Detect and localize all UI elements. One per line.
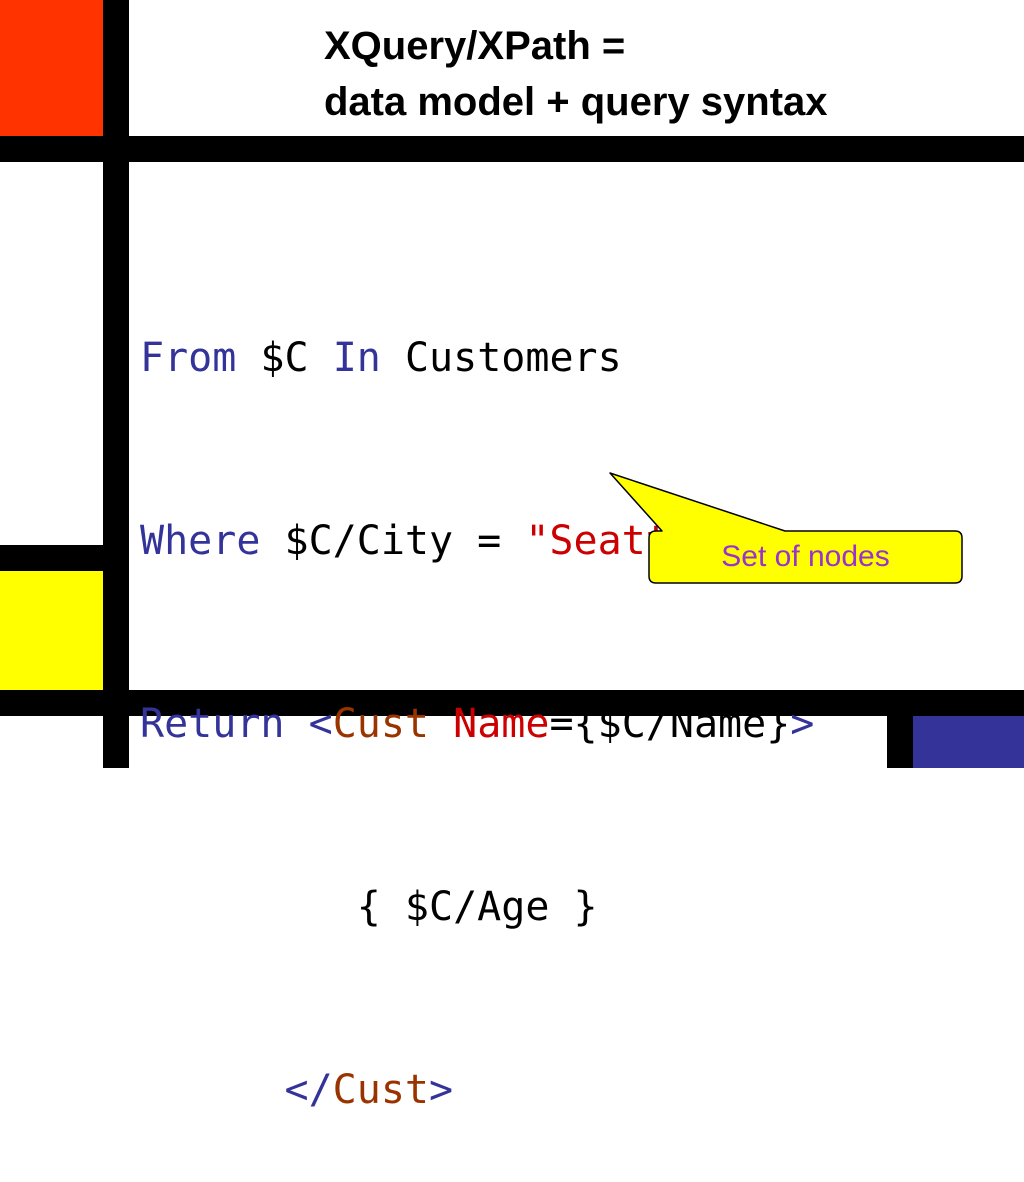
middle-left-divider	[0, 545, 129, 571]
age-expression: { $C/Age }	[356, 884, 598, 930]
top-horizontal-divider	[0, 136, 1024, 162]
code-line-return: Return <Cust Name={$C/Name}>	[140, 694, 814, 755]
keyword-in: In	[332, 335, 381, 381]
tag-name-cust: Cust	[332, 701, 430, 747]
code-line-from: From $C In Customers	[140, 328, 814, 389]
red-decor-block	[0, 0, 103, 136]
keyword-where: Where	[140, 518, 261, 564]
variable-c: $C	[260, 335, 309, 381]
left-vertical-divider	[103, 0, 129, 768]
open-angle-bracket: <	[308, 701, 333, 747]
where-path: $C/City =	[284, 518, 526, 564]
code-line-close-tag: </Cust>	[140, 1060, 814, 1121]
close-tag-close-bracket: >	[429, 1067, 454, 1113]
bottom-horizontal-divider	[0, 690, 1024, 716]
name-expression: {$C/Name}	[573, 701, 791, 747]
attribute-name: Name	[453, 701, 550, 747]
title-line-2: data model + query syntax	[324, 80, 828, 124]
close-angle-bracket: >	[790, 701, 815, 747]
callout-label: Set of nodes	[721, 540, 890, 573]
close-tag-open-bracket: </	[284, 1067, 333, 1113]
keyword-from: From	[140, 335, 237, 381]
blue-decor-block	[913, 716, 1024, 768]
slide-title: XQuery/XPath = data model + query syntax	[324, 18, 1024, 130]
equals-sign: =	[549, 701, 574, 747]
title-line-1: XQuery/XPath =	[324, 24, 626, 68]
bottom-right-vertical-divider	[887, 690, 913, 768]
code-listing: From $C In Customers Where $C/City = "Se…	[140, 206, 814, 1182]
code-line-age: { $C/Age }	[140, 877, 814, 938]
keyword-return: Return	[140, 701, 285, 747]
yellow-decor-block	[0, 571, 103, 690]
close-tag-name-cust: Cust	[332, 1067, 429, 1113]
source-customers: Customers	[404, 335, 622, 381]
